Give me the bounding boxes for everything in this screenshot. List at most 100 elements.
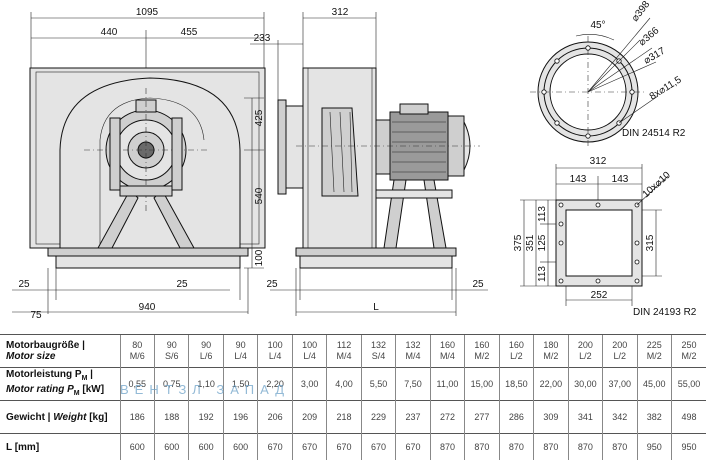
dim-25-side-left: 25 (266, 279, 278, 290)
length-cell: 600 (222, 433, 258, 460)
motor-rating-cell: 1,50 (222, 367, 258, 401)
motor-rating-cell: 3,00 (291, 367, 327, 401)
dim-75: 75 (30, 310, 42, 321)
motor-rating-cell: 1,10 (188, 367, 224, 401)
weight-cell: 309 (533, 400, 569, 434)
rect-flange-view: 312 143 143 10x⌀10 375 351 113 125 113 3… (513, 156, 697, 318)
dim-holes-rect: 10x⌀10 (641, 170, 673, 201)
dim-143-right: 143 (612, 174, 629, 185)
length-cell: 670 (395, 433, 431, 460)
dim-375: 375 (513, 234, 524, 251)
dim-1095: 1095 (136, 7, 159, 18)
watermark: ВЕНТЗЛ ЗАПАД (120, 382, 291, 397)
length-cell: 870 (464, 433, 500, 460)
length-cell: 870 (429, 433, 465, 460)
label-weight: Gewicht | Weight [kg] (0, 400, 120, 434)
length-cell: 950 (671, 433, 706, 460)
motor-rating-cell: 22,00 (533, 367, 569, 401)
length-cell: 670 (291, 433, 327, 460)
weight-cell: 498 (671, 400, 706, 434)
dim-312-rect: 312 (590, 156, 607, 167)
technical-drawing: 1095 440 455 425 540 100 (12, 0, 697, 321)
label-motor-rating: Motorleistung PM | Motor rating PM [kW] (0, 367, 120, 401)
length-cell: 670 (360, 433, 396, 460)
weight-cell: 229 (360, 400, 396, 434)
weight-cell: 209 (291, 400, 327, 434)
length-cell: 600 (119, 433, 155, 460)
motor-rating-cell: 7,50 (395, 367, 431, 401)
length-cell: 870 (498, 433, 534, 460)
dim-25-side-right: 25 (472, 279, 484, 290)
dim-312-side: 312 (332, 7, 349, 18)
din-round-label: DIN 24514 R2 (622, 128, 686, 139)
label-length: L [mm] (0, 433, 120, 460)
dim-45deg: 45° (590, 20, 605, 31)
weight-cell: 192 (188, 400, 224, 434)
weight-cell: 342 (602, 400, 638, 434)
dim-125: 125 (537, 234, 548, 251)
dim-455: 455 (181, 27, 198, 38)
weight-cell: 237 (395, 400, 431, 434)
motor-rating-cell: 37,00 (602, 367, 638, 401)
row-motor-rating: Motorleistung PM | Motor rating PM [kW] … (0, 367, 706, 401)
weight-cell: 382 (636, 400, 672, 434)
dim-315: 315 (645, 234, 656, 251)
front-view: 1095 440 455 425 540 100 (12, 7, 266, 321)
dim-d366: ⌀366 (637, 25, 662, 48)
motor-rating-cell: 45,00 (636, 367, 672, 401)
length-cell: 870 (602, 433, 638, 460)
weight-cell: 196 (222, 400, 258, 434)
motor-rating-cell: 11,00 (429, 367, 465, 401)
weight-cell: 272 (429, 400, 465, 434)
length-cell: 870 (533, 433, 569, 460)
weight-cell: 277 (464, 400, 500, 434)
weight-cell: 218 (326, 400, 362, 434)
motor-rating-cell: 0,55 (119, 367, 155, 401)
length-cell: 950 (636, 433, 672, 460)
motor-rating-cell: 5,50 (360, 367, 396, 401)
dim-351: 351 (525, 234, 536, 251)
motor-rating-cell: 4,00 (326, 367, 362, 401)
length-cell: 600 (153, 433, 189, 460)
dim-252: 252 (591, 290, 608, 301)
weight-cell: 341 (567, 400, 603, 434)
dim-233: 233 (254, 33, 271, 44)
dim-d317: ⌀317 (642, 46, 668, 67)
dim-113-bottom: 113 (537, 266, 548, 282)
dim-holes-round: 8x⌀11,5 (648, 74, 684, 102)
side-view: 312 233 25 25 (250, 7, 488, 316)
weight-cell: 286 (498, 400, 534, 434)
dim-25-mid: 25 (176, 279, 188, 290)
dim-100: 100 (254, 249, 265, 266)
dim-940: 940 (139, 302, 156, 313)
motor-rating-cell: 2,20 (257, 367, 293, 401)
length-cell: 670 (257, 433, 293, 460)
label-motor-size: Motorbaugröße | Motor size (0, 333, 120, 368)
dim-L: L (373, 302, 379, 313)
dim-440: 440 (101, 27, 118, 38)
motor-rating-cell: 18,50 (498, 367, 534, 401)
dim-425: 425 (254, 109, 265, 126)
dim-143-left: 143 (570, 174, 587, 185)
motor-rating-cell: 30,00 (567, 367, 603, 401)
length-cell: 670 (326, 433, 362, 460)
weight-cell: 188 (153, 400, 189, 434)
motor-rating-cell: 0,75 (153, 367, 189, 401)
